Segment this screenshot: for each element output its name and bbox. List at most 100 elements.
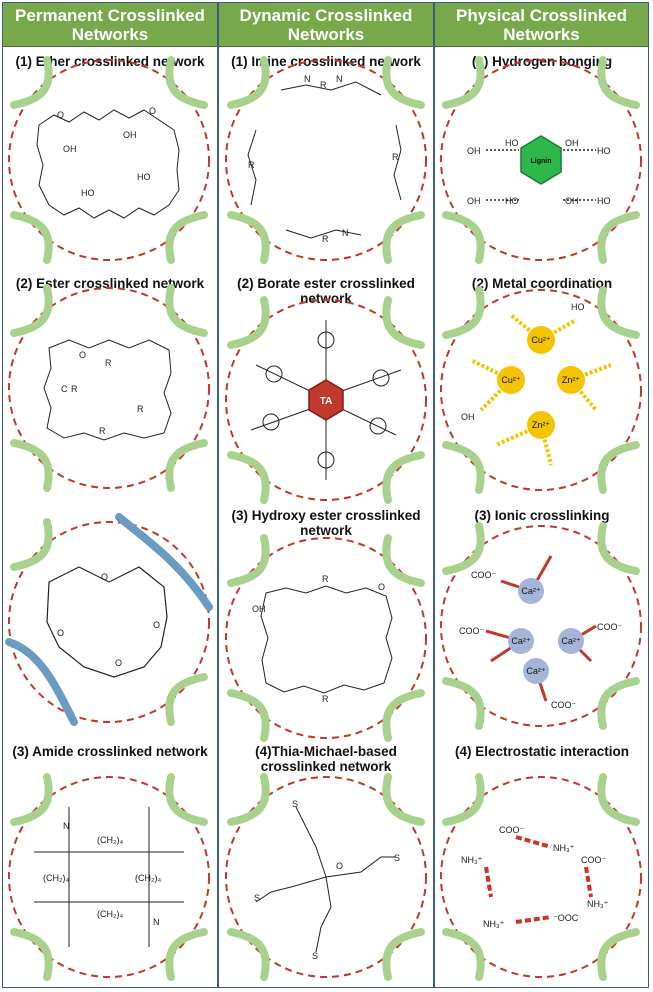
label-imine: (1) Imine crosslinked network	[231, 54, 421, 69]
ion-label: Ca²⁺	[561, 636, 581, 646]
nh3-label: NH₃⁺	[461, 855, 483, 865]
label-borate: (2) Borate ester crosslinked network	[237, 276, 415, 306]
nh3-label: NH₃⁺	[587, 899, 609, 909]
ch2-label: (CH₂)₄	[97, 835, 123, 845]
panel-ester-blue: O O O O	[5, 513, 213, 726]
r-label: R	[322, 694, 329, 704]
imine-links	[247, 81, 402, 239]
s-label: S	[394, 853, 400, 863]
network-circle	[225, 537, 427, 739]
hydrogen-bonds	[486, 149, 596, 201]
network-circle	[225, 776, 427, 978]
aromatic-ring	[369, 417, 387, 435]
panel-ionic: Ca²⁺ Ca²⁺ Ca²⁺ Ca²⁺ COO⁻ COO⁻ COO⁻ COO⁻	[440, 526, 642, 726]
aromatic-ring	[317, 331, 335, 349]
oh-label: OH	[467, 146, 481, 156]
network-circle	[8, 521, 210, 723]
oh-label: OH	[565, 138, 579, 148]
ch2-label: (CH₂)₄	[43, 873, 69, 883]
s-label: S	[312, 951, 318, 961]
aromatic-ring	[372, 369, 390, 387]
ion-zn	[527, 411, 555, 439]
ion-ca	[558, 628, 584, 654]
coo-label: COO⁻	[471, 570, 497, 580]
r-label: R	[248, 160, 255, 170]
label-thia-michael: (4)Thia-Michael-based crosslinked networ…	[255, 744, 397, 774]
o-label: O	[149, 106, 156, 116]
lignin-label: Lignin	[531, 158, 552, 165]
o-label: O	[101, 572, 108, 582]
oh-label: OH	[252, 604, 266, 614]
coo-label: COO⁻	[499, 825, 525, 835]
aromatic-ring	[265, 365, 283, 383]
panel-imine: N R N R R R N	[225, 59, 427, 261]
ho-label: HO	[597, 146, 611, 156]
polymer-chains	[14, 60, 204, 260]
ta-label: TA	[320, 396, 333, 407]
ether-ring	[36, 109, 180, 219]
polymer-chains	[231, 538, 421, 738]
polymer-chain-green	[10, 518, 53, 571]
n-label: N	[153, 917, 160, 927]
r-label: R	[137, 404, 144, 414]
ion-cu	[527, 326, 555, 354]
borate-arms	[250, 320, 402, 480]
panel-borate: TA	[225, 300, 427, 500]
panel-metal: Cu²⁺ Cu²⁺ Zn²⁺ Zn²⁺ HO OH	[440, 289, 642, 491]
ion-ca	[518, 578, 544, 604]
r-label: R	[322, 574, 329, 584]
oh-label: OH	[565, 196, 579, 206]
ho-label: HO	[505, 196, 519, 206]
ester-ring	[43, 339, 172, 441]
oh-label: OH	[467, 196, 481, 206]
coo-label: COO⁻	[459, 626, 485, 636]
panel-ether: OH OH HO HO O O	[8, 60, 210, 260]
o-label: O	[57, 628, 64, 638]
ho-label: HO	[597, 196, 611, 206]
o-label: O	[153, 620, 160, 630]
polymer-chain-blue	[5, 638, 78, 726]
ion-label: Cu²⁺	[531, 335, 551, 345]
c-label: C	[61, 384, 68, 394]
ho-label: HO	[81, 188, 95, 198]
label-metal: (2) Metal coordination	[471, 276, 613, 291]
nh3-label: NH₃⁺	[553, 843, 575, 853]
aromatic-ring	[262, 413, 280, 431]
n-label: N	[304, 74, 311, 84]
ion-label: Ca²⁺	[511, 636, 531, 646]
polymer-chain-blue	[115, 513, 213, 611]
ooc-label: ⁻OOC	[553, 913, 579, 923]
panel-amide: (CH₂)₄ (CH₂)₄ (CH₂)₄ (CH₂)₄ N N	[8, 776, 210, 978]
polymer-chains	[446, 290, 636, 490]
ion-label: Ca²⁺	[526, 666, 546, 676]
header-dynamic: Dynamic Crosslinked Networks	[219, 3, 433, 47]
polymer-chains	[14, 288, 204, 488]
label-ester: (2) Ester crosslinked network	[15, 276, 205, 291]
polymer-chain-green	[165, 673, 208, 726]
coo-label: COO⁻	[551, 700, 577, 710]
network-circle	[440, 289, 642, 491]
network-circle	[225, 59, 427, 261]
lignin-core	[520, 135, 562, 185]
label-hydroxy-ester: (3) Hydroxy ester crosslinked network	[231, 508, 421, 538]
oh-label: OH	[63, 144, 77, 154]
coo-label: COO⁻	[581, 855, 607, 865]
r-label: R	[99, 426, 106, 436]
ch2-label: (CH₂)₄	[97, 909, 123, 919]
ionic-bonds	[485, 555, 597, 702]
panel-ester: R C R R R O	[8, 288, 210, 488]
network-circle	[440, 776, 642, 978]
network-circle	[8, 776, 210, 978]
coordination-bonds	[470, 313, 612, 466]
panel-thia-michael: S S S S O	[225, 776, 427, 978]
network-circle	[440, 59, 642, 261]
nh3-label: NH₃⁺	[483, 919, 505, 929]
o-label: O	[336, 861, 343, 871]
column-divider-1	[217, 3, 219, 987]
s-label: S	[254, 893, 260, 903]
polymer-chains	[446, 777, 636, 977]
label-electrostatic: (4) Electrostatic interaction	[454, 744, 630, 759]
label-ether: (1) Ether crosslinked network	[15, 54, 205, 69]
ta-core	[308, 379, 344, 421]
